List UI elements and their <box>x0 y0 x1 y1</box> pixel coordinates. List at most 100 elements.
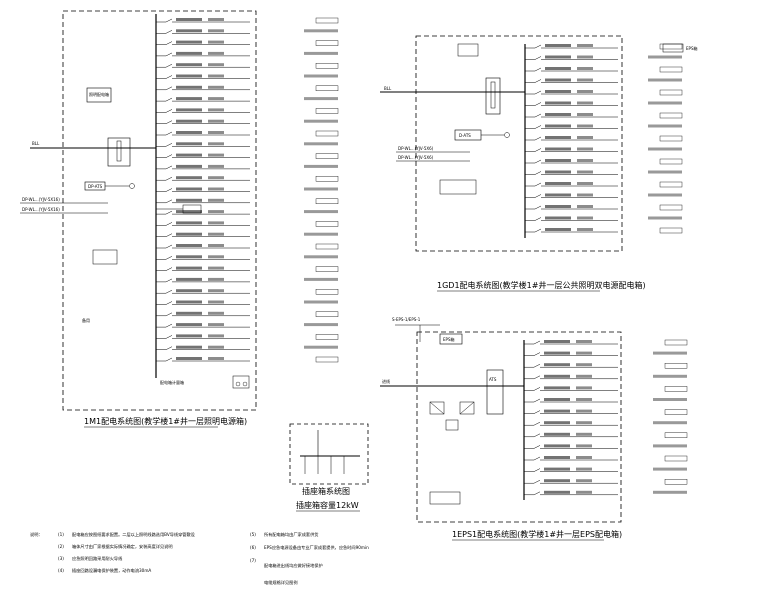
feeder-load-box <box>659 112 683 119</box>
feeder-circuit <box>156 300 338 305</box>
feeder-load-box <box>315 289 339 295</box>
feeder-circuit <box>525 89 683 96</box>
feeder-breaker <box>165 30 173 34</box>
feeder-phase-mark <box>208 277 224 281</box>
feeder-phase-mark <box>208 244 224 247</box>
panel-socket-frame <box>289 423 369 485</box>
feeder-load-mark <box>653 467 687 471</box>
feeder-breaker <box>165 357 173 362</box>
feeder-phase-mark <box>577 170 593 174</box>
feeder-phase-mark <box>577 101 593 105</box>
feeder-breaker <box>165 188 173 192</box>
feeder-rating-mark <box>176 323 202 327</box>
feeder-load-mark <box>648 101 682 105</box>
feeder-circuit <box>524 398 687 403</box>
feeder-rating-mark <box>544 398 570 401</box>
feeder-breaker <box>533 445 541 449</box>
note-1-text: 配电箱应按图纸要求配置。二层以上照明线路选用BV导线穿管敷设 <box>72 531 196 538</box>
feeder-rating-mark <box>544 340 570 343</box>
feeder-load-mark <box>304 300 338 304</box>
feeder-circuit <box>524 386 688 392</box>
feeder-phase-mark <box>208 153 224 157</box>
feeder-phase-mark <box>576 444 592 448</box>
feeder-rating-mark <box>544 421 570 425</box>
note-5-text: 所有配电箱均由厂家成套供货 <box>264 531 318 538</box>
feeder-breaker <box>165 301 173 305</box>
feeder-breaker <box>165 335 173 339</box>
feeder-phase-mark <box>208 345 224 349</box>
feeder-breaker <box>165 131 173 136</box>
feeder-breaker <box>534 79 542 83</box>
feeder-load-mark <box>648 124 682 128</box>
feeder-rating-mark <box>544 386 570 390</box>
p2-cable-a: DP-WL...(YJV-5X6) <box>398 146 434 151</box>
feeder-phase-mark <box>576 467 592 471</box>
feeder-phase-mark <box>208 119 224 123</box>
feeder-load-mark <box>304 232 338 236</box>
note-5-no: (5) <box>250 532 256 537</box>
feeder-circuit <box>156 356 339 363</box>
feeder-rating-mark <box>176 198 202 202</box>
feeder-phase-mark <box>208 51 224 55</box>
feeder-phase-mark <box>208 357 224 360</box>
feeder-breaker <box>165 312 173 317</box>
feeder-breaker <box>534 194 542 198</box>
feeder-breaker <box>165 63 173 68</box>
feeder-rating-mark <box>545 182 571 185</box>
feeder-breaker <box>165 86 173 91</box>
feeder-phase-mark <box>576 432 592 436</box>
feeder-circuit <box>156 164 338 170</box>
feeder-rating-mark <box>176 232 202 236</box>
feeder-circuit <box>156 311 339 317</box>
feeder-rating-mark <box>544 467 570 471</box>
panel-1m1: BLL 照明配电箱 DP-ATS DP-WL...(YJV-5X16) DP-W… <box>20 10 339 428</box>
feeder-rating-mark <box>545 170 571 174</box>
feeder-phase-mark <box>576 421 592 425</box>
feeder-phase-mark <box>577 67 593 70</box>
feeder-circuit <box>524 490 687 496</box>
feeder-circuit <box>156 277 338 283</box>
feeder-circuit <box>156 63 339 69</box>
feeder-breaker <box>165 165 173 170</box>
feeder-rating-mark <box>176 210 202 214</box>
feeder-rating-mark <box>545 159 571 162</box>
feeder-rating-mark <box>544 409 570 413</box>
feeder-rating-mark <box>544 490 570 494</box>
feeder-breaker <box>534 113 542 118</box>
feeder-load-box <box>659 158 683 165</box>
feeder-phase-mark <box>576 386 592 390</box>
panel-1m1-frame <box>62 10 257 411</box>
feeder-rating-mark <box>176 300 202 304</box>
feeder-circuit <box>525 78 682 83</box>
feeder-rating-mark <box>176 97 202 101</box>
feeder-breaker <box>165 97 173 102</box>
feeder-phase-mark <box>577 44 593 47</box>
p2-top-right-label: EPS箱 <box>686 45 697 51</box>
feeder-load-box <box>664 339 688 346</box>
feeder-breaker <box>165 154 173 158</box>
feeder-load-box <box>659 204 683 211</box>
feeder-breaker <box>534 125 542 129</box>
feeder-phase-mark <box>208 289 224 293</box>
feeder-circuit <box>524 432 688 438</box>
feeder-load-mark <box>648 55 682 59</box>
feeder-phase-mark <box>577 55 593 59</box>
feeder-phase-mark <box>208 221 224 225</box>
note-3-text: 应急照明回路采用耐火导线 <box>72 555 123 562</box>
feeder-circuit <box>525 66 683 73</box>
feeder-rating-mark <box>176 266 202 270</box>
feeder-load-box <box>315 130 339 137</box>
feeder-breaker <box>165 176 173 181</box>
feeder-phase-mark <box>576 374 592 378</box>
feeder-rating-mark <box>545 124 571 128</box>
p3-box-label: EPS箱 <box>443 336 454 342</box>
feeder-load-mark <box>648 170 682 174</box>
feeder-circuit <box>525 147 682 152</box>
feeder-phase-mark <box>208 198 224 202</box>
feeder-load-box <box>315 17 339 24</box>
feeder-breaker <box>534 56 542 60</box>
feeder-rating-mark <box>176 153 202 157</box>
feeder-breaker <box>534 205 542 210</box>
feeder-circuit <box>525 181 683 188</box>
feeder-breaker <box>534 136 542 141</box>
